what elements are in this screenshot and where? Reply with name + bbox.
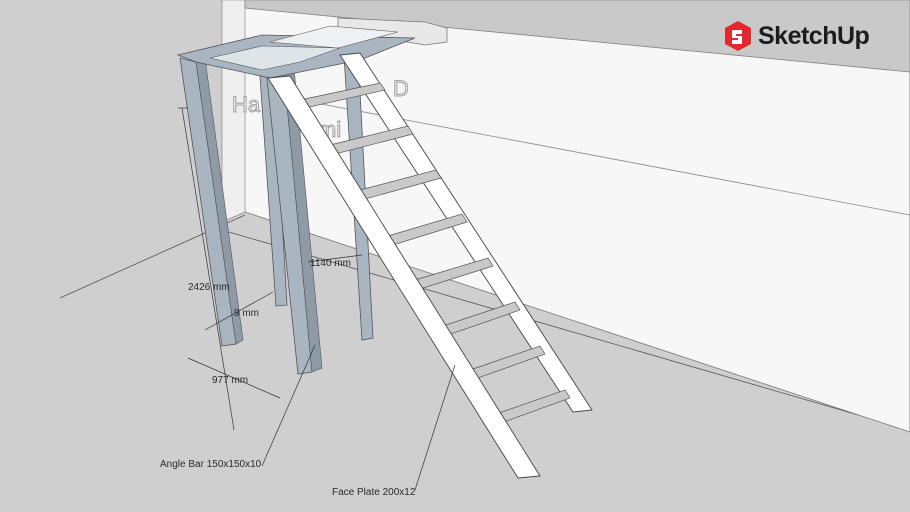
dimension-depth: 1140 mm xyxy=(310,258,351,269)
top-frame-opening xyxy=(209,45,341,71)
wall-top-band xyxy=(244,0,910,73)
stair-back-stringer xyxy=(339,52,593,413)
sketchup-logo-icon xyxy=(725,21,751,51)
top-frame-opening xyxy=(269,25,399,49)
dimension-height: 2426 mm xyxy=(188,282,230,293)
ground-axis-line xyxy=(214,227,910,431)
sketchup-logo: SketchUp xyxy=(724,20,870,52)
stair-front-stringer xyxy=(267,75,541,479)
dimension-width-small: 9 mm xyxy=(234,308,259,319)
dimension-lines xyxy=(178,107,456,491)
dimension-width-base: 977 mm xyxy=(212,375,248,386)
label-angle-bar: Angle Bar 150x150x10 xyxy=(160,459,262,470)
sketchup-logo-text: SketchUp xyxy=(758,21,870,50)
stair-treads xyxy=(299,82,571,424)
label-face-plate: Face Plate 200x12 xyxy=(332,487,416,498)
wall-letters: D xyxy=(393,76,409,101)
wall-letters: Ha xyxy=(232,92,261,117)
